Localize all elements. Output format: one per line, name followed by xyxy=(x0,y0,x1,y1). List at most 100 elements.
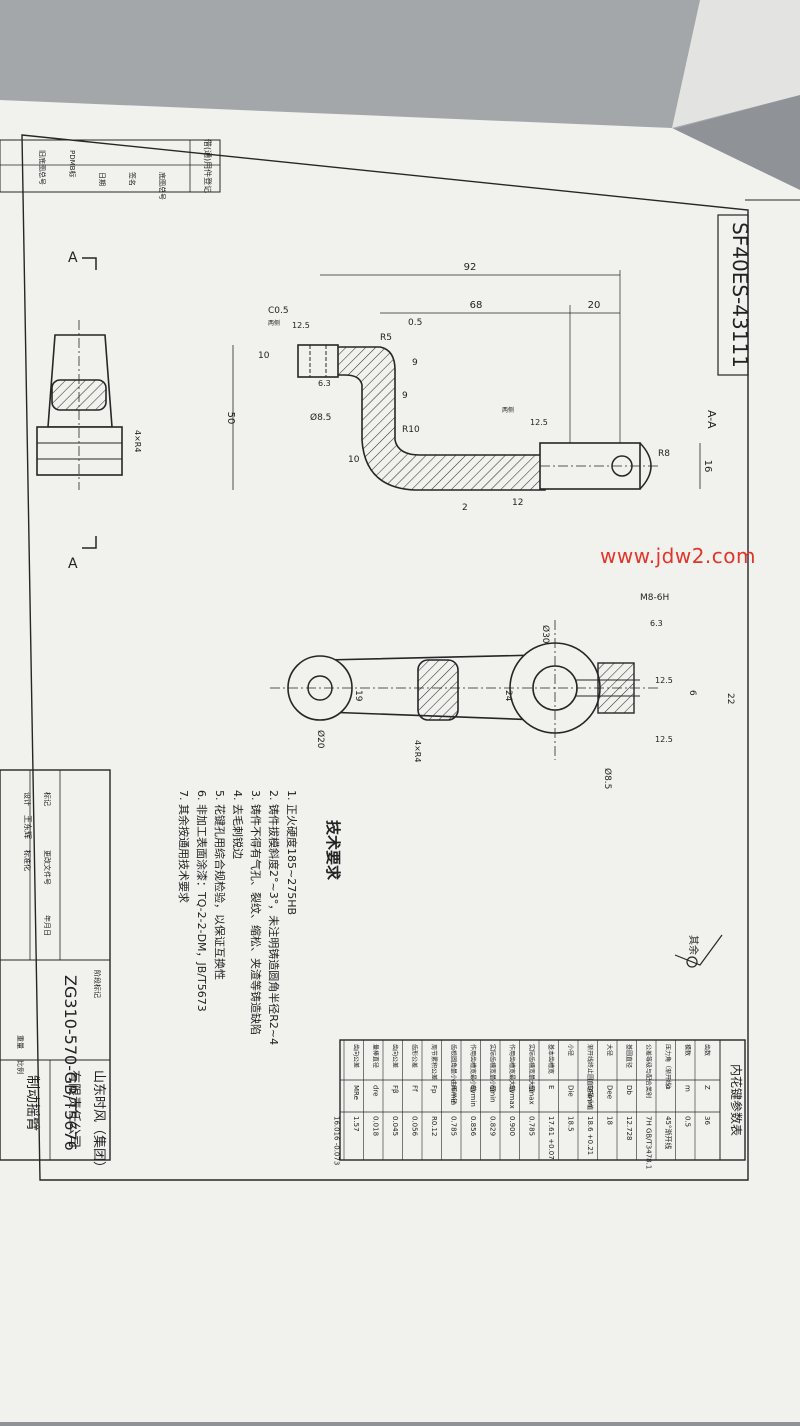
dim-4xr4-a: 4×R4 xyxy=(133,430,142,452)
dim-c0-5: C0.5 xyxy=(268,306,289,316)
roughness-12-5-d: 12.5 xyxy=(655,735,673,744)
table-cell-value: 17.61 +0.07 xyxy=(547,1116,555,1160)
table-cell-value: 0.785 xyxy=(528,1116,536,1136)
both-sides-note-2: 两侧 xyxy=(502,406,514,414)
tech-item-6: 6. 非加工表面涂漆：TQ-2-2-DM，JB/T5673 xyxy=(195,790,209,1012)
dim-4xr4-b: 4×R4 xyxy=(413,740,422,762)
tech-item-3: 3. 铸件不得有气孔、裂纹、缩松、夹渣等铸造缺陷 xyxy=(249,790,263,1035)
tb-label-change-doc: 更改文件号 xyxy=(43,850,52,885)
strip-label-registration: 借(通)用件登记 xyxy=(203,139,213,193)
table-cell-name: 齿形公差 xyxy=(411,1044,419,1068)
cut-a-markers: A A xyxy=(68,250,97,572)
table-cell-name: 齿向公差 xyxy=(352,1044,360,1068)
tb-label-mark: 标记 xyxy=(43,792,52,806)
table-cell-name: 小径 xyxy=(567,1044,575,1056)
table-cell-name: 基本齿槽宽 xyxy=(547,1044,555,1074)
table-cell-value: 0.829 xyxy=(489,1116,497,1136)
cut-mark-a-bottom: A xyxy=(68,556,78,572)
strip-label-old-number: 旧底图总号 xyxy=(38,150,47,185)
table-cell-name: 量棒直径 xyxy=(372,1044,380,1068)
dim-2: 2 xyxy=(462,503,468,513)
table-cell-symbol: Db xyxy=(625,1085,633,1095)
table-cell-symbol: Rimin xyxy=(450,1085,458,1105)
table-cell-value: 12.728 xyxy=(625,1116,633,1141)
strip-label-sign: 签名 xyxy=(128,172,137,186)
table-cell-symbol: Evmax xyxy=(508,1085,516,1109)
table-cell-name: 模数 xyxy=(684,1044,692,1056)
table-cell-value: 0.785 xyxy=(450,1116,458,1136)
drawing-number-box: SF40ES-43111 xyxy=(717,214,752,376)
dim-r10: R10 xyxy=(402,425,420,435)
both-sides-note: 两侧 xyxy=(268,319,280,327)
dim-16: 16 xyxy=(702,460,713,473)
table-surface xyxy=(0,0,800,130)
dim-6: 6 xyxy=(687,690,697,696)
tb-designer-name: 王东辉 xyxy=(23,815,33,839)
strip-label-pdm: PDMB标 xyxy=(68,150,77,177)
table-cell-symbol: Ff xyxy=(411,1085,419,1092)
dim-12: 12 xyxy=(512,498,523,508)
table-cell-value: 18.5 xyxy=(567,1116,575,1132)
table-cell-name: 实际齿槽宽最大值 xyxy=(528,1044,536,1092)
tech-title: 技术要求 xyxy=(324,820,342,881)
left-boss xyxy=(297,344,339,378)
spline-table-title: 内花键参数表 xyxy=(729,1064,744,1136)
table-cell-value: 0.018 xyxy=(372,1116,380,1136)
thread-m8: M8-6H xyxy=(640,593,669,603)
table-cell-value: 36 xyxy=(703,1116,711,1125)
table-cell-name: 齿数 xyxy=(703,1044,711,1056)
tb-label-standard: 标准化 xyxy=(23,850,32,871)
dim-9b: 9 xyxy=(402,391,408,401)
watermark: www.jdw2.com xyxy=(600,544,756,568)
dim-10b: 10 xyxy=(348,455,360,465)
strip-label-base-number: 底图总号 xyxy=(158,172,167,200)
tb-company-line2: 有限责任公司 xyxy=(66,1070,81,1148)
cut-mark-a-top: A xyxy=(68,250,78,266)
tech-item-2: 2. 铸件拔模斜度2°~3°，未注明铸造圆角半径R2~4 xyxy=(267,790,281,1045)
table-cell-name: 齿向公差 xyxy=(391,1044,399,1068)
table-cell-value: 0.5 xyxy=(684,1116,692,1127)
roughness-12-5-c: 12.5 xyxy=(655,676,673,685)
dim-20: 20 xyxy=(588,300,601,311)
tb-label-date: 年月日 xyxy=(43,915,52,936)
table-cell-name: 渐开线终止圆直径最小值 xyxy=(586,1044,594,1110)
tb-label-design: 设计 xyxy=(23,792,32,806)
tb-label-weight: 重量 xyxy=(16,1035,24,1049)
rest-roughness: 其余 xyxy=(674,934,723,968)
table-cell-symbol: E xyxy=(547,1085,555,1089)
roughness-12-5-b: 12.5 xyxy=(530,418,548,427)
section-title: A-A xyxy=(705,410,718,429)
table-cell-value: R0.12 xyxy=(430,1116,438,1136)
tech-requirements: 技术要求 1. 正火硬度185~275HB 2. 铸件拔模斜度2°~3°，未注明… xyxy=(177,790,342,1045)
roughness-6-3: 6.3 xyxy=(318,379,331,388)
table-cell-value: 1.57 xyxy=(352,1116,360,1132)
table-cell-value: 18 xyxy=(606,1116,614,1125)
strip-label-date: 日期 xyxy=(98,172,106,186)
back-paper-sheet xyxy=(672,0,800,128)
dim-r8: R8 xyxy=(658,449,670,459)
table-cell-name: 压力角（渐开线） xyxy=(664,1044,672,1092)
tb-part-name: 制动摇臂 xyxy=(24,1075,40,1131)
dim-22: 22 xyxy=(725,693,735,704)
table-cell-value: 0.056 xyxy=(411,1116,419,1137)
dim-68: 68 xyxy=(470,300,483,311)
tb-company-line1: 山东时风（集团） xyxy=(91,1070,107,1174)
table-cell-name: 齿根圆角最小曲率半径 xyxy=(450,1044,458,1104)
roughness-6-3-b: 6.3 xyxy=(650,619,663,628)
table-cell-last-value: 16.016 -0.073 xyxy=(333,1116,341,1165)
table-cell-name: 实际齿槽宽最小值 xyxy=(489,1044,497,1092)
drawing-sheet xyxy=(0,100,800,1422)
dim-phi8-5-b: Ø8.5 xyxy=(602,768,613,789)
dim-phi30: Ø30 xyxy=(540,625,551,644)
table-cell-value: 0.045 xyxy=(391,1116,399,1136)
dim-24: 24 xyxy=(503,690,513,702)
table-cell-symbol: Evmin xyxy=(469,1085,477,1107)
dim-19: 19 xyxy=(353,690,363,702)
side-hub xyxy=(36,426,123,476)
dim-9a: 9 xyxy=(412,358,418,368)
drawing-frame xyxy=(21,134,749,1181)
table-cell-symbol: Dee xyxy=(606,1085,614,1099)
roughness-12-5: 12.5 xyxy=(292,321,310,330)
